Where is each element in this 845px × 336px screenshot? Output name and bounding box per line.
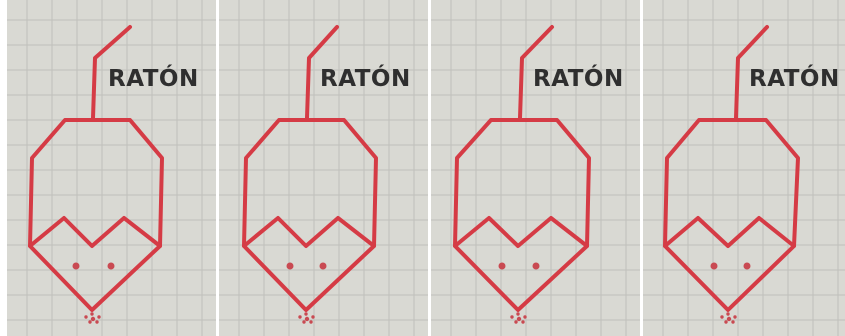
mouse-drawing-frame-2: RATÓN xyxy=(219,0,428,336)
mouse-drawing-frame-3: RATÓN xyxy=(431,0,640,336)
frame-4: RATÓN xyxy=(643,0,845,336)
handwritten-label: RATÓN xyxy=(533,64,624,92)
frame-3: RATÓN xyxy=(431,0,640,336)
paper-background xyxy=(7,0,216,336)
mouse-drawing-frame-4: RATÓN xyxy=(643,0,845,336)
frame-2: RATÓN xyxy=(219,0,428,336)
handwritten-label: RATÓN xyxy=(320,64,411,92)
handwritten-label: RATÓN xyxy=(108,64,199,92)
paper-background xyxy=(431,0,640,336)
mouse-drawing-frame-1: RATÓN xyxy=(7,0,216,336)
frame-1: RATÓN xyxy=(7,0,216,336)
paper-background xyxy=(219,0,428,336)
handwritten-label: RATÓN xyxy=(749,64,840,92)
